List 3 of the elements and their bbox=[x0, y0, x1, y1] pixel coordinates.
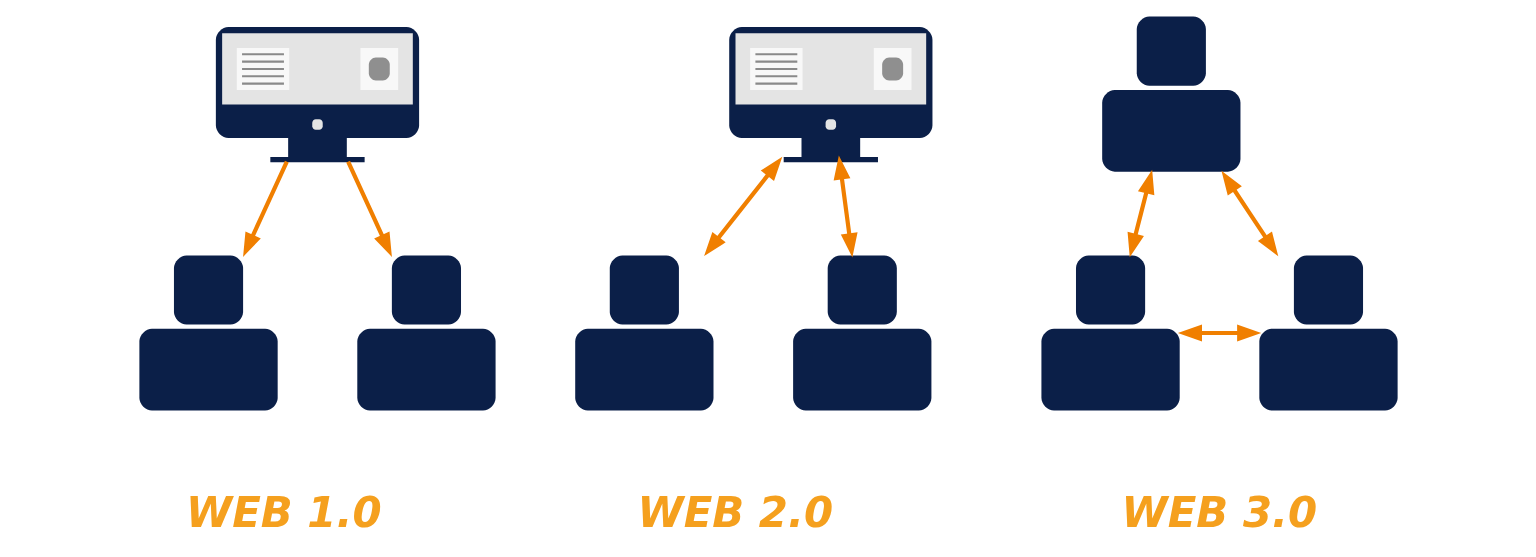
label: WEB 3.0 bbox=[1121, 487, 1317, 537]
label: WEB 2.0 bbox=[637, 487, 833, 537]
label: WEB 1.0 bbox=[185, 487, 382, 537]
